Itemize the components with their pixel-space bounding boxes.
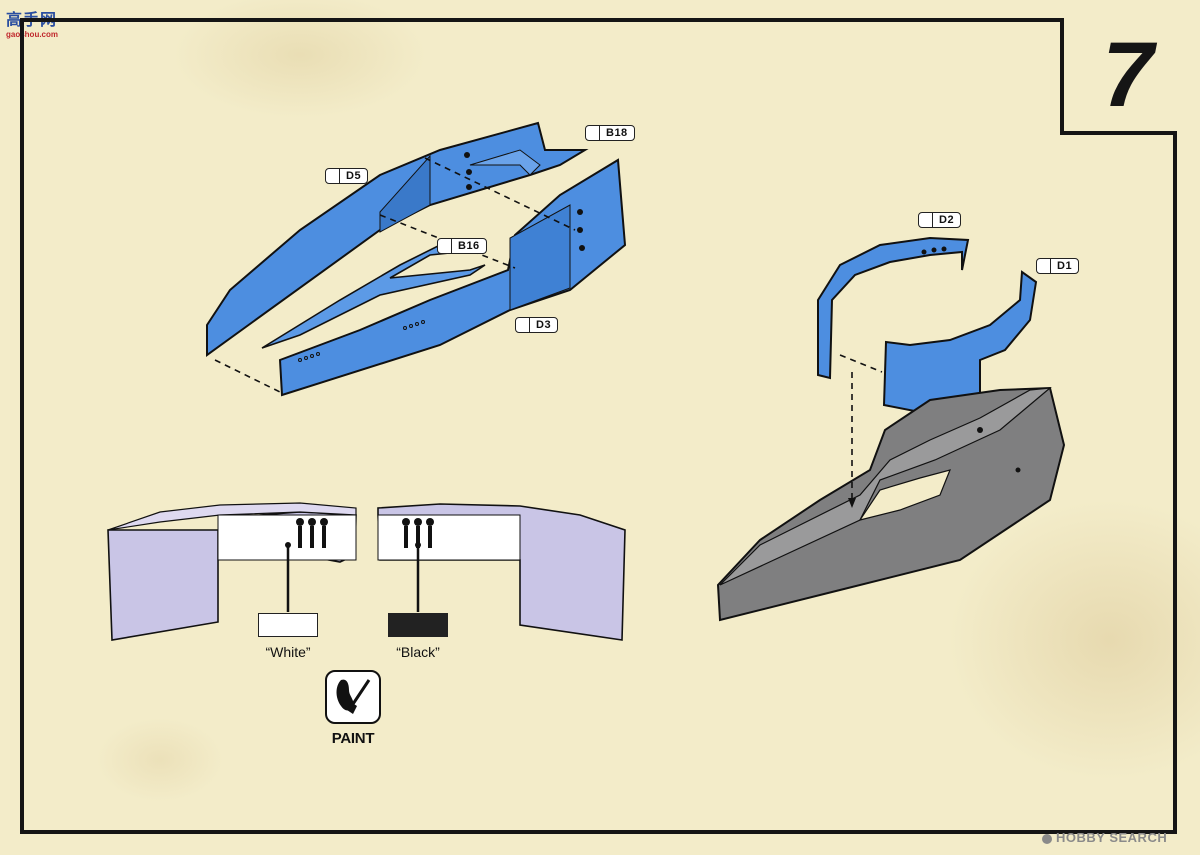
part-tag-label: B18: [606, 127, 628, 139]
gray-hull-opening: [858, 469, 952, 521]
part-tag-d1: D1: [1036, 258, 1080, 274]
part-tag-b16: B16: [437, 238, 487, 254]
part-tag-label: D3: [536, 319, 552, 331]
watermark-logo-icon: [1042, 833, 1052, 844]
hobby-search-watermark: HOBBY SEARCH: [1042, 830, 1167, 845]
gray-hull-deck: [719, 387, 1052, 586]
part-d5-inner: [379, 154, 431, 233]
part-d2-shape: [817, 236, 970, 380]
part-d3-panel: [509, 204, 571, 311]
part-tag-label: B16: [458, 240, 480, 252]
tag-cut-marker: [326, 169, 340, 183]
tag-cut-marker: [516, 318, 530, 332]
tag-cut-marker: [586, 126, 600, 140]
paint-brush-icon: [325, 670, 381, 724]
part-tag-d2: D2: [918, 212, 962, 228]
part-d3-shape: [278, 158, 627, 397]
paint-label: PAINT: [331, 730, 375, 747]
white-swatch: [258, 613, 318, 637]
part-tag-d5: D5: [325, 168, 369, 184]
part-tag-b18: B18: [585, 125, 635, 141]
part-tag-label: D2: [939, 214, 955, 226]
white-paint-label: “White”: [265, 644, 311, 660]
part-tag-label: D5: [346, 170, 362, 182]
step-number: 7: [1102, 24, 1154, 126]
tag-cut-marker: [438, 239, 452, 253]
part-tag-d3: D3: [515, 317, 559, 333]
tag-cut-marker: [1037, 259, 1051, 273]
tag-cut-marker: [919, 213, 933, 227]
watermark-text: HOBBY SEARCH: [1056, 830, 1168, 845]
black-swatch: [388, 613, 448, 637]
part-b16-shape: [261, 239, 486, 349]
part-tag-label: D1: [1057, 260, 1073, 272]
logo-url: gaoshou.com: [6, 30, 59, 39]
part-b18-shape: [469, 149, 541, 176]
black-paint-label: “Black”: [396, 644, 440, 660]
